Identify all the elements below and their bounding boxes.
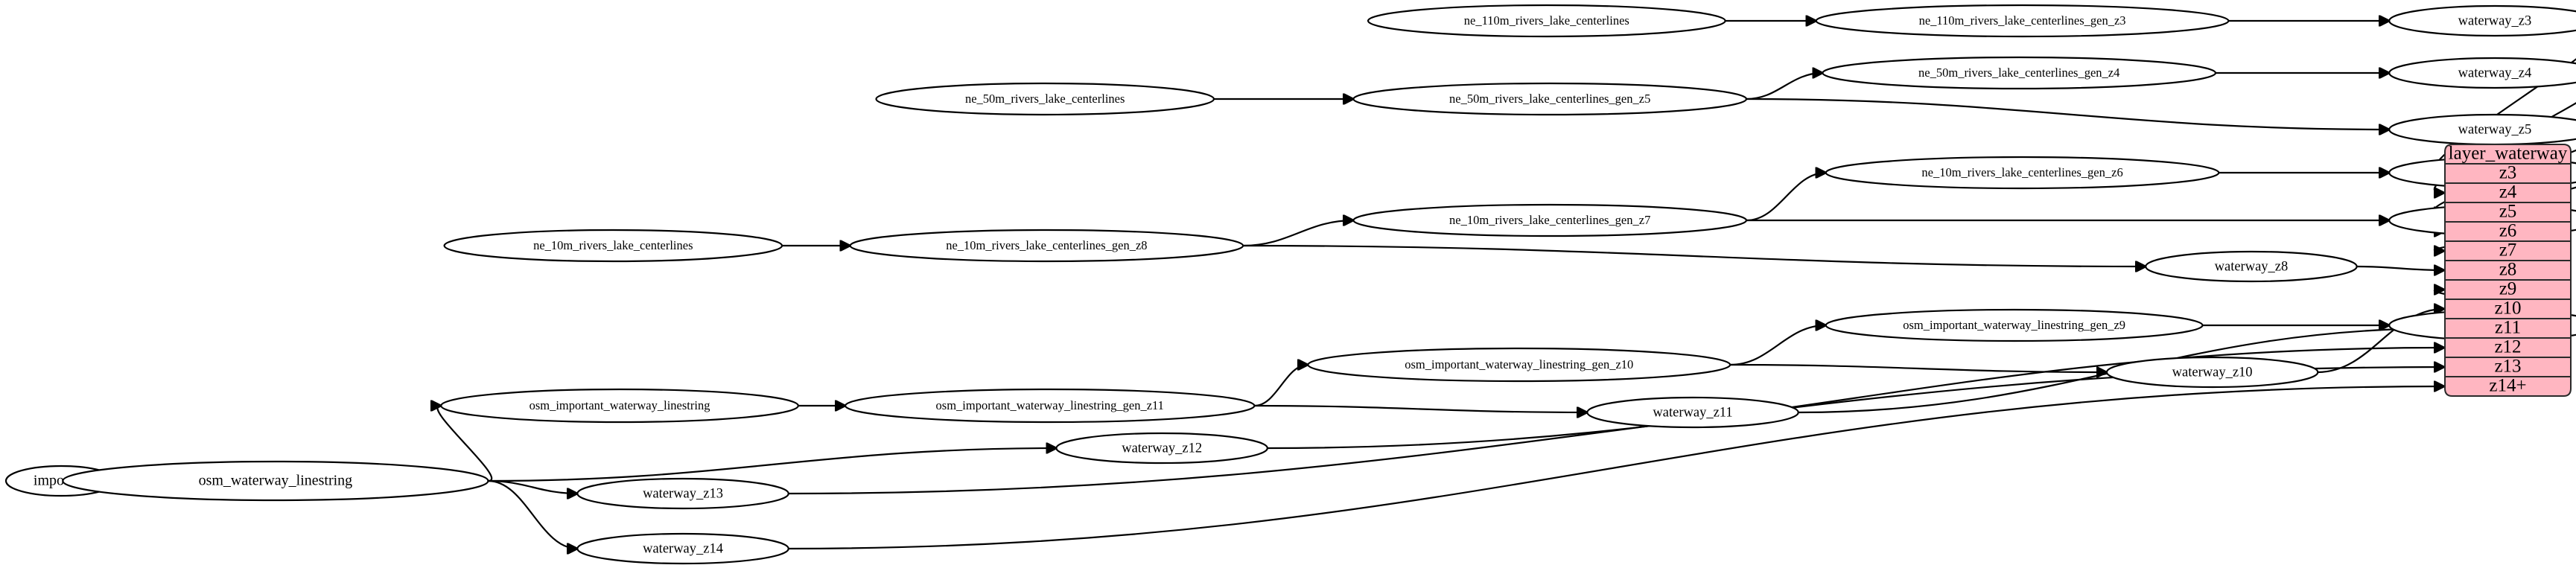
table-cell-label: z12: [2494, 337, 2521, 357]
node-label: waterway_z13: [643, 486, 723, 501]
node-label: waterway_z14: [643, 541, 723, 556]
node-osm_important_waterway_linestring_gen_z11[interactable]: osm_important_waterway_linestring_gen_z1…: [844, 388, 1256, 424]
edge-waterway_z14-to-layer_waterway.z14+: [788, 386, 2444, 550]
node-label: waterway_z12: [1122, 441, 1202, 456]
node-osm_important_waterway_linestring[interactable]: osm_important_waterway_linestring: [440, 388, 799, 424]
node-label: waterway_z3: [2458, 13, 2532, 28]
table-cell-label: z8: [2499, 260, 2517, 280]
edge-ne_50m_rivers_lake_centerlines_gen_z5-to-waterway_z5: [1746, 98, 2389, 130]
table-cell-label: z6: [2499, 221, 2517, 241]
node-label: ne_10m_rivers_lake_centerlines_gen_z6: [1921, 165, 2122, 179]
edge-ne_10m_rivers_lake_centerlines_gen_z8-to-waterway_z8: [1243, 244, 2146, 267]
node-label: ne_10m_rivers_lake_centerlines: [533, 238, 693, 252]
node-label: ne_50m_rivers_lake_centerlines_gen_z5: [1449, 92, 1650, 106]
table-cell-label: z4: [2499, 182, 2517, 202]
node-label: osm_important_waterway_linestring_gen_z1…: [1405, 357, 1633, 371]
table-row-z6[interactable]: z6: [2444, 221, 2572, 242]
table-cell-label: z5: [2499, 202, 2517, 222]
edge-osm_important_waterway_linestring_gen_z10-to-osm_important_waterway_linestring_gen_z9: [1730, 325, 1826, 366]
node-ne_10m_rivers_lake_centerlines_gen_z6[interactable]: ne_10m_rivers_lake_centerlines_gen_z6: [1825, 156, 2220, 190]
node-label: waterway_z11: [1653, 405, 1732, 420]
node-label: ne_10m_rivers_lake_centerlines_gen_z8: [946, 238, 1147, 252]
node-ne_110m_rivers_lake_centerlines[interactable]: ne_110m_rivers_lake_centerlines: [1367, 4, 1726, 38]
node-label: waterway_z10: [2172, 365, 2253, 380]
table-layer: layer_waterwayz3z4z5z6z7z8z9z10z11z12z13…: [2444, 144, 2572, 397]
edge-osm_important_waterway_linestring_gen_z11-to-waterway_z11: [1254, 404, 1587, 412]
edge-ne_50m_rivers_lake_centerlines_gen_z5-to-ne_50m_rivers_lake_centerlines_gen_z4: [1746, 73, 1822, 100]
node-waterway_z4[interactable]: waterway_z4: [2388, 57, 2576, 89]
edge-waterway_z8-to-layer_waterway.z8: [2356, 267, 2444, 270]
node-ne_110m_rivers_lake_centerlines_gen_z3[interactable]: ne_110m_rivers_lake_centerlines_gen_z3: [1815, 4, 2230, 38]
node-waterway_z3[interactable]: waterway_z3: [2388, 4, 2576, 37]
table-cell-label: z13: [2494, 357, 2521, 377]
table-cell-label: z9: [2499, 279, 2517, 299]
edge-waterway_z12-to-layer_waterway.z12: [1267, 348, 2444, 450]
node-label: osm_important_waterway_linestring_gen_z9: [1903, 318, 2125, 332]
edge-ne_10m_rivers_lake_centerlines_gen_z8-to-ne_10m_rivers_lake_centerlines_gen_z7: [1243, 220, 1353, 247]
table-row-z3[interactable]: z3: [2444, 163, 2572, 184]
node-ne_50m_rivers_lake_centerlines_gen_z5[interactable]: ne_50m_rivers_lake_centerlines_gen_z5: [1352, 82, 1748, 116]
table-cell-label: z3: [2499, 163, 2517, 183]
table-row-z11[interactable]: z11: [2444, 318, 2572, 339]
table-cell-label: z11: [2495, 318, 2521, 338]
node-label: ne_50m_rivers_lake_centerlines: [965, 92, 1125, 106]
table-node-header: layer_waterway: [2444, 144, 2572, 165]
node-osm_important_waterway_linestring_gen_z9[interactable]: osm_important_waterway_linestring_gen_z9: [1825, 308, 2204, 342]
node-waterway_z14[interactable]: waterway_z14: [576, 532, 789, 565]
node-osm_important_waterway_linestring_gen_z10[interactable]: osm_important_waterway_linestring_gen_z1…: [1307, 347, 1731, 383]
node-waterway_z13[interactable]: waterway_z13: [576, 477, 789, 510]
node-ne_10m_rivers_lake_centerlines_gen_z7[interactable]: ne_10m_rivers_lake_centerlines_gen_z7: [1352, 203, 1748, 237]
node-ne_10m_rivers_lake_centerlines_gen_z8[interactable]: ne_10m_rivers_lake_centerlines_gen_z8: [849, 229, 1244, 263]
table-row-z13[interactable]: z13: [2444, 357, 2572, 377]
node-waterway_z10[interactable]: waterway_z10: [2105, 356, 2319, 389]
table-row-z7[interactable]: z7: [2444, 240, 2572, 261]
node-label: osm_important_waterway_linestring: [529, 398, 710, 412]
edge-osm_waterway_linestring-to-waterway_z13: [488, 479, 577, 494]
node-label: ne_50m_rivers_lake_centerlines_gen_z4: [1918, 66, 2119, 80]
table-cell-label: z10: [2494, 299, 2521, 319]
node-label: ne_110m_rivers_lake_centerlines_gen_z3: [1919, 13, 2126, 28]
node-label: osm_waterway_linestring: [199, 473, 353, 489]
node-label: ne_110m_rivers_lake_centerlines: [1464, 13, 1629, 28]
table-row-z12[interactable]: z12: [2444, 337, 2572, 358]
node-label: waterway_z4: [2458, 66, 2532, 80]
table-row-z5[interactable]: z5: [2444, 202, 2572, 223]
node-waterway_z12[interactable]: waterway_z12: [1055, 432, 1268, 465]
edge-osm_waterway_linestring-to-waterway_z12: [488, 448, 1056, 482]
node-label: osm_important_waterway_linestring_gen_z1…: [936, 398, 1164, 412]
node-waterway_z11[interactable]: waterway_z11: [1586, 396, 1799, 429]
node-ne_50m_rivers_lake_centerlines[interactable]: ne_50m_rivers_lake_centerlines: [875, 82, 1215, 116]
edge-waterway_z10-to-layer_waterway.z10: [2318, 309, 2444, 374]
edge-osm_waterway_linestring-to-osm_important_waterway_linestring: [437, 406, 493, 482]
table-row-z9[interactable]: z9: [2444, 279, 2572, 300]
table-row-z10[interactable]: z10: [2444, 299, 2572, 319]
node-ne_10m_rivers_lake_centerlines[interactable]: ne_10m_rivers_lake_centerlines: [443, 229, 783, 263]
table-row-z8[interactable]: z8: [2444, 260, 2572, 281]
table-header-label: layer_waterway: [2449, 144, 2568, 164]
node-osm_waterway_linestring[interactable]: osm_waterway_linestring: [62, 460, 489, 502]
edge-osm_waterway_linestring-to-waterway_z14: [488, 479, 577, 549]
node-label: ne_10m_rivers_lake_centerlines_gen_z7: [1449, 213, 1650, 227]
node-waterway_z5[interactable]: waterway_z5: [2388, 113, 2576, 146]
edge-osm_important_waterway_linestring_gen_z11-to-osm_important_waterway_linestring_gen_z10: [1254, 365, 1308, 407]
table-cell-label: z14+: [2489, 376, 2526, 396]
table-cell-label: z7: [2499, 240, 2517, 261]
node-ne_50m_rivers_lake_centerlines_gen_z4[interactable]: ne_50m_rivers_lake_centerlines_gen_z4: [1822, 56, 2217, 90]
node-label: waterway_z8: [2215, 259, 2289, 274]
table-row-z4[interactable]: z4: [2444, 182, 2572, 203]
table-row-z14+[interactable]: z14+: [2444, 376, 2572, 397]
edge-ne_10m_rivers_lake_centerlines_gen_z7-to-ne_10m_rivers_lake_centerlines_gen_z6: [1746, 173, 1826, 222]
node-label: waterway_z5: [2458, 122, 2532, 137]
node-waterway_z8[interactable]: waterway_z8: [2145, 250, 2358, 283]
